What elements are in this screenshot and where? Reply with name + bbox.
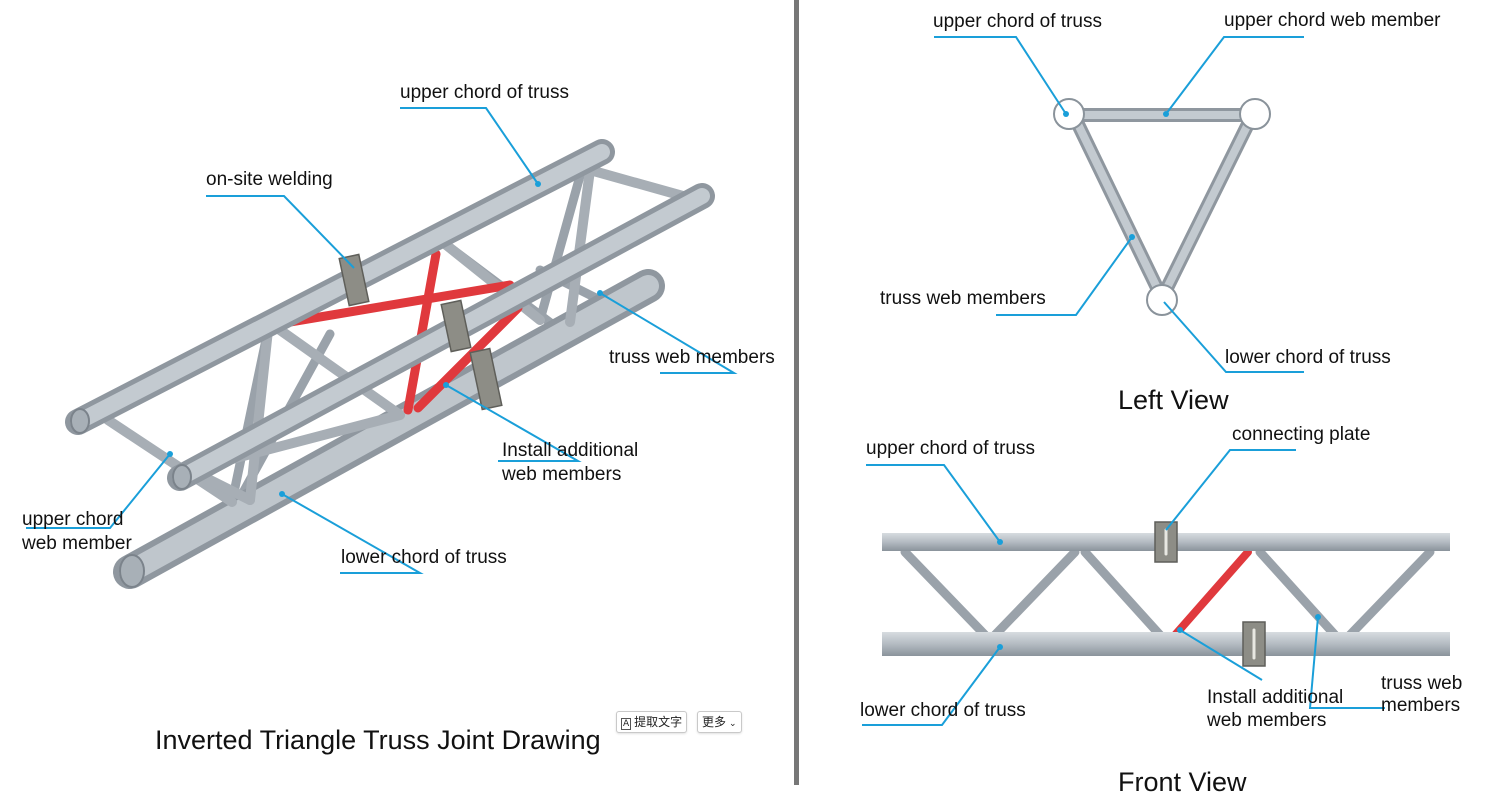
left-view-title: Left View xyxy=(1118,385,1229,415)
extract-text-label: 提取文字 xyxy=(634,715,683,729)
lv-truss-web-label: truss web members xyxy=(880,288,1046,309)
iso-upper-web-label-line2: web member xyxy=(22,533,132,554)
fv-connecting-plate-label: connecting plate xyxy=(1232,424,1371,445)
left-view-drawing xyxy=(1053,98,1271,316)
more-button[interactable]: 更多⌄ xyxy=(697,711,742,733)
panel-divider xyxy=(794,0,799,785)
iso-install-label-line1: Install additional xyxy=(502,440,639,461)
fv-truss-web-label-line1: truss web xyxy=(1381,673,1463,694)
lv-upper-web-label: upper chord web member xyxy=(1224,10,1441,31)
iso-upper-chord-label: upper chord of truss xyxy=(400,82,569,103)
chevron-down-icon: ⌄ xyxy=(729,719,737,729)
fv-lower-chord-label: lower chord of truss xyxy=(860,700,1026,721)
front-view-title: Front View xyxy=(1118,767,1247,797)
lv-upper-chord-label: upper chord of truss xyxy=(933,11,1102,32)
iso-truss-web-label: truss web members xyxy=(609,347,775,368)
front-view-drawing xyxy=(882,521,1450,667)
fv-truss-web-label-line2: members xyxy=(1381,695,1461,716)
fv-install-label-line2: web members xyxy=(1207,710,1327,731)
fv-upper-chord-label: upper chord of truss xyxy=(866,438,1035,459)
text-scan-icon: A xyxy=(621,718,632,730)
isometric-truss xyxy=(65,139,715,589)
more-label: 更多 xyxy=(702,715,727,729)
fv-install-label-line1: Install additional xyxy=(1207,687,1344,708)
leader-dots xyxy=(167,111,1321,650)
iso-lower-chord-label: lower chord of truss xyxy=(341,547,507,568)
iso-install-label-line2: web members xyxy=(502,464,622,485)
lv-lower-chord-label: lower chord of truss xyxy=(1225,347,1391,368)
front-lower-chord xyxy=(882,632,1450,656)
leader-lines xyxy=(26,36,1385,726)
left-panel-title: Inverted Triangle Truss Joint Drawing xyxy=(155,725,601,755)
iso-onsite-welding-label: on-site welding xyxy=(206,169,333,190)
iso-upper-web-label-line1: upper chord xyxy=(22,509,124,530)
